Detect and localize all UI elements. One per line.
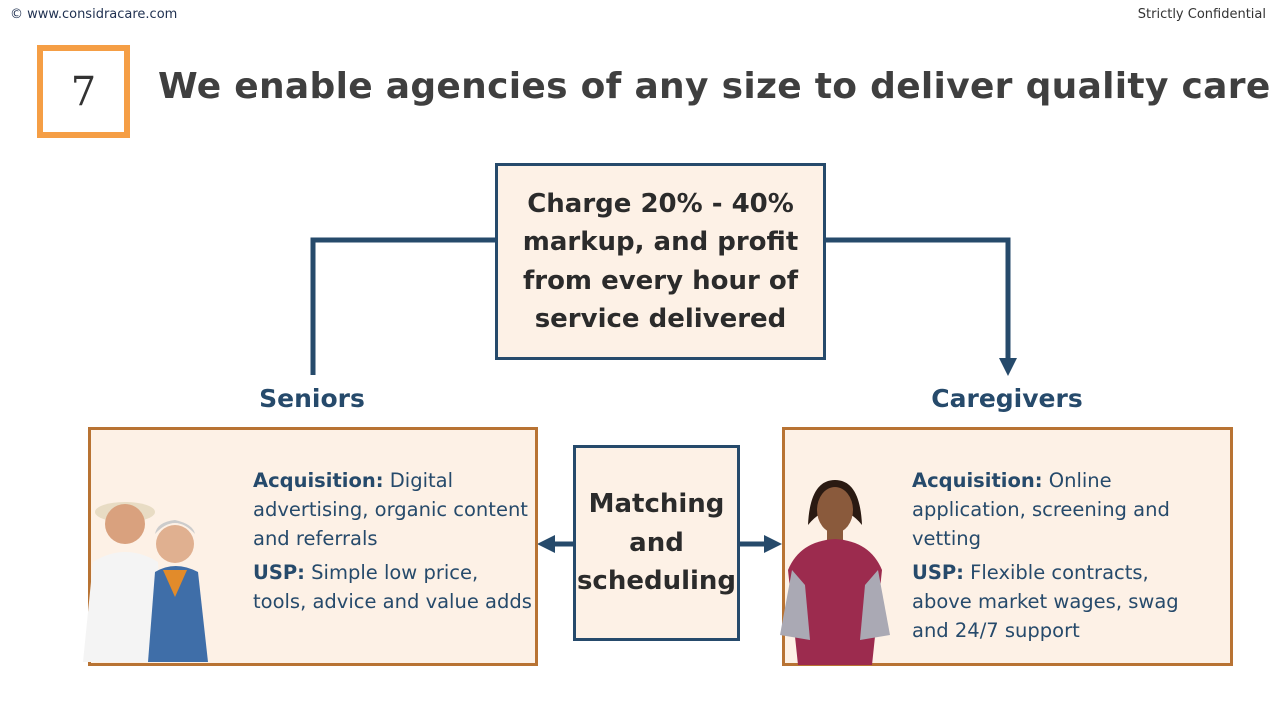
- markup-box: Charge 20% - 40% markup, and profit from…: [495, 163, 826, 360]
- caregiver-photo: [780, 480, 890, 665]
- seniors-usp-label: USP:: [253, 561, 305, 584]
- seniors-card: Acquisition: Digital advertising, organi…: [83, 427, 538, 666]
- seniors-usp-text: Simple low price, tools, advice and valu…: [253, 561, 532, 613]
- caregivers-usp-text: Flexible contracts, above market wages, …: [912, 561, 1179, 642]
- seniors-acquisition-text: Digital advertising, organic content and…: [253, 469, 528, 550]
- confidential-label: Strictly Confidential: [1137, 7, 1266, 22]
- seniors-photo: [83, 502, 208, 662]
- matching-text: Matching and scheduling: [576, 489, 737, 597]
- caregivers-acquisition-text: Online application, screening and vettin…: [912, 469, 1170, 550]
- seniors-connector: [310, 237, 495, 375]
- caregivers-connector: [826, 237, 1011, 360]
- caregivers-acquisition-label: Acquisition:: [912, 469, 1043, 492]
- slide-number: 7: [70, 68, 97, 115]
- caregivers-label: Caregivers: [931, 384, 1083, 413]
- arrowhead-down-icon: [999, 358, 1017, 376]
- arrowhead-left-icon: [537, 535, 555, 553]
- arrowhead-right-icon: [764, 535, 782, 553]
- slide-number-box: 7: [37, 45, 130, 138]
- seniors-label: Seniors: [259, 384, 365, 413]
- matching-box: Matching and scheduling: [573, 445, 740, 641]
- seniors-acquisition-label: Acquisition:: [253, 469, 384, 492]
- caregivers-card: Acquisition: Online application, screeni…: [780, 427, 1233, 666]
- markup-text: Charge 20% - 40% markup, and profit from…: [522, 188, 799, 335]
- copyright-text: © www.considracare.com: [10, 7, 178, 22]
- slide-title: We enable agencies of any size to delive…: [158, 66, 1271, 107]
- caregivers-usp-label: USP:: [912, 561, 964, 584]
